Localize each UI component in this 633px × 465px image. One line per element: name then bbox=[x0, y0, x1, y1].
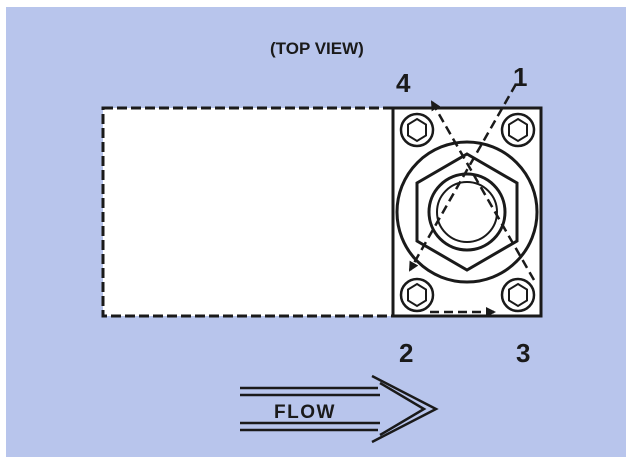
bolt-3 bbox=[500, 277, 536, 313]
bolt-label-3: 3 bbox=[516, 338, 530, 368]
flow-arrow bbox=[240, 374, 439, 444]
bolt-label-4: 4 bbox=[396, 68, 411, 98]
flow-label: FLOW bbox=[274, 402, 336, 423]
valve-outer-ring bbox=[395, 140, 539, 284]
sequence-arrow-3-to-4 bbox=[430, 100, 536, 281]
dashed-component-outline bbox=[101, 106, 395, 318]
bolt-1 bbox=[500, 112, 536, 148]
sequence-arrow-1-to-2 bbox=[408, 83, 518, 272]
bolt-4 bbox=[399, 112, 435, 148]
valve-stem-inner bbox=[436, 181, 498, 243]
bolt-2 bbox=[399, 277, 435, 313]
valve-stem-outer bbox=[427, 172, 507, 252]
bolt-label-2: 2 bbox=[399, 338, 413, 368]
bolt-label-1: 1 bbox=[513, 62, 527, 92]
view-title: (TOP VIEW) bbox=[270, 39, 364, 58]
